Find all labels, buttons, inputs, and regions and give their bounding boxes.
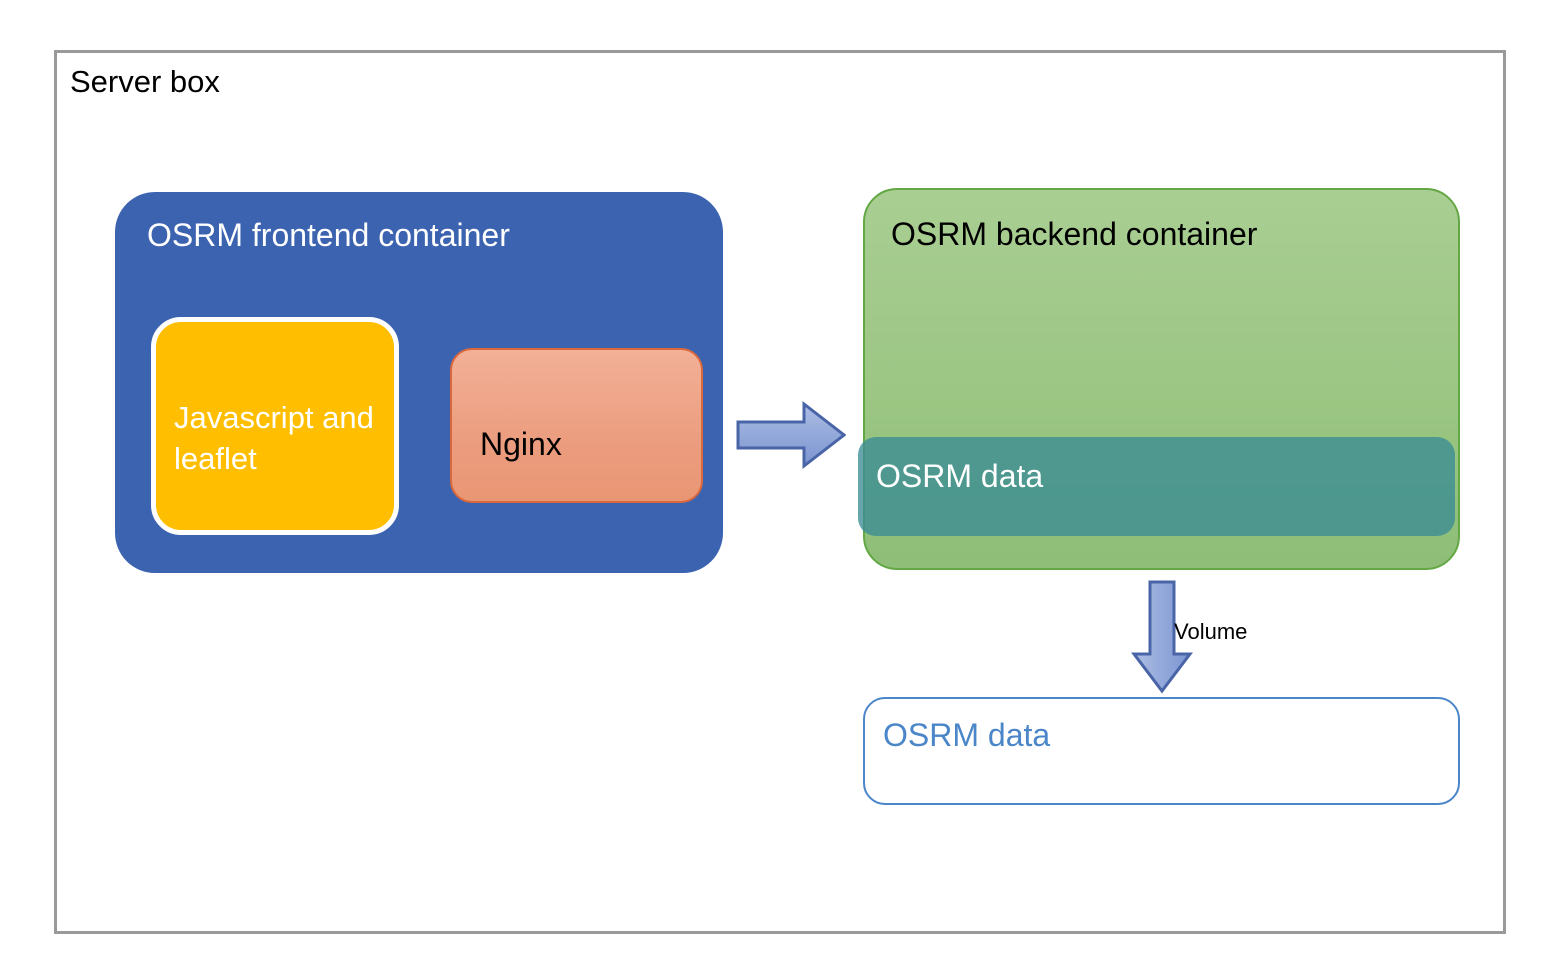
- javascript-leaflet-label: Javascript and leaflet: [174, 400, 374, 476]
- arrow-right-block-icon: [736, 400, 847, 470]
- osrm-data-volume-box[interactable]: OSRM data: [863, 697, 1460, 805]
- osrm-frontend-container-label: OSRM frontend container: [147, 217, 510, 253]
- osrm-data-volume-label: OSRM data: [883, 717, 1051, 753]
- arrow-down-block-icon: [1130, 580, 1194, 694]
- server-box: [54, 50, 1506, 934]
- osrm-data-bar[interactable]: OSRM data: [858, 437, 1455, 536]
- nginx-box[interactable]: Nginx: [450, 348, 703, 503]
- osrm-data-bar-label: OSRM data: [876, 458, 1044, 494]
- volume-connector-label: Volume: [1174, 619, 1248, 644]
- osrm-frontend-container[interactable]: OSRM frontend container Javascript and l…: [115, 192, 723, 573]
- server-box-label: Server box: [70, 64, 220, 99]
- osrm-backend-container-label: OSRM backend container: [891, 216, 1258, 252]
- javascript-leaflet-box[interactable]: Javascript and leaflet: [151, 317, 399, 535]
- nginx-label: Nginx: [480, 426, 562, 462]
